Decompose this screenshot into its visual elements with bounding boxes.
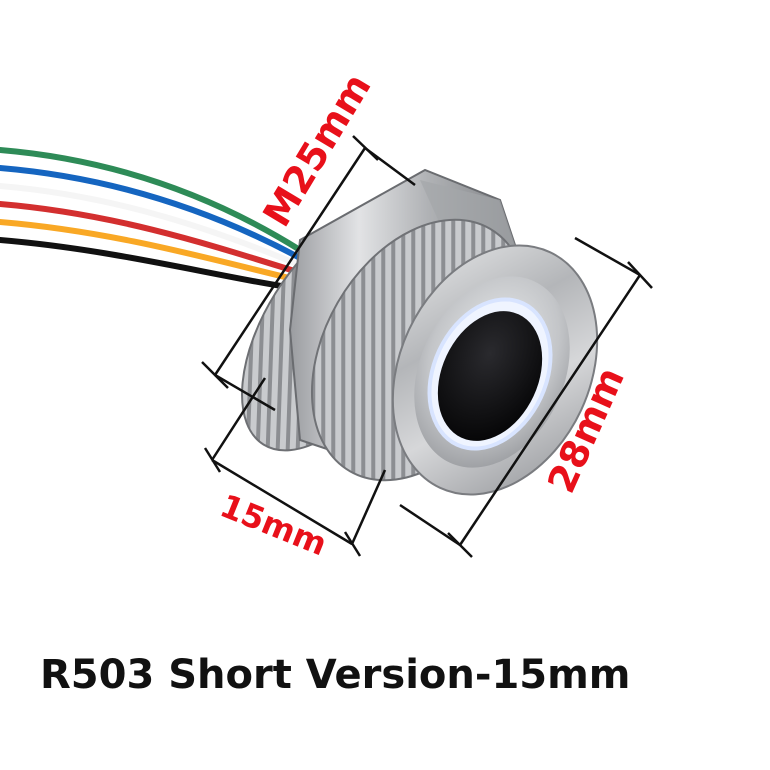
dimension-lines: [201, 135, 653, 558]
wire-bundle: [0, 147, 311, 293]
fingerprint-sensor: [437, 311, 543, 441]
product-caption: R503 Short Version-15mm: [40, 652, 631, 698]
